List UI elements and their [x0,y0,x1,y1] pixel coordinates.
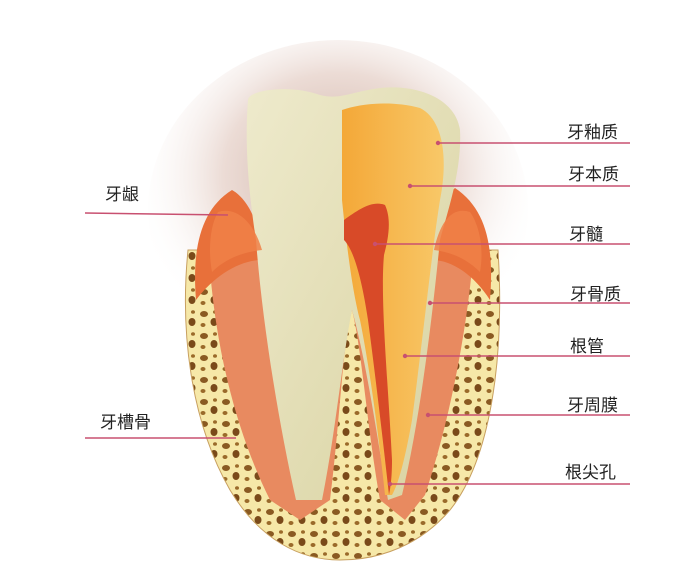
label-cementum: 牙骨质 [570,285,621,305]
label-apical-foramen: 根尖孔 [565,463,616,483]
label-root-canal: 根管 [570,337,604,357]
leader-dot-periodontal-membrane [425,412,431,418]
leader-dot-enamel [435,140,441,146]
gum-front-left [210,210,262,272]
label-enamel: 牙釉质 [567,123,618,143]
leader-dot-dentin [407,183,413,189]
leader-line-gum [84,212,229,216]
pulp-shape [344,203,392,495]
gum-front-right [434,210,482,272]
leader-dot-apical-foramen [387,481,393,487]
label-gum: 牙龈 [105,185,139,205]
label-pulp: 牙髓 [569,225,603,245]
leader-dot-pulp [372,241,378,247]
label-alveolar-bone: 牙槽骨 [100,413,151,433]
dentin-shape [342,103,444,496]
label-dentin: 牙本质 [568,165,619,185]
label-periodontal-membrane: 牙周膜 [567,396,618,416]
leader-dot-cementum [427,300,433,306]
leader-dot-root-canal [402,353,408,359]
